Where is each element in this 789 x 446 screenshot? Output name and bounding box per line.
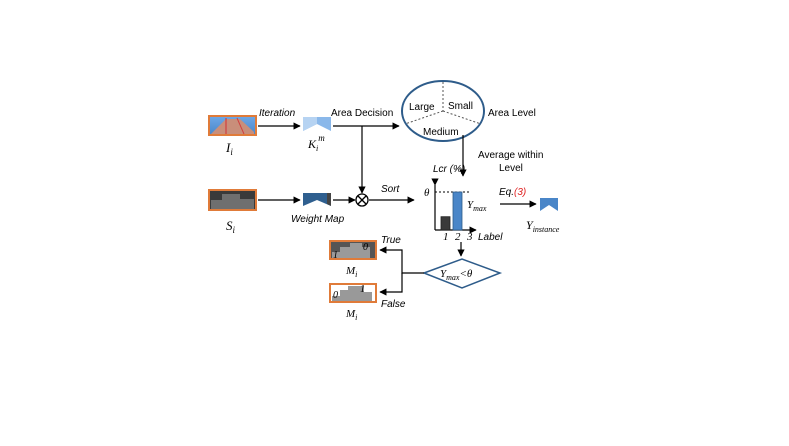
condition-label: Ymax<θ — [440, 268, 473, 282]
false-branch-arrow — [379, 273, 403, 296]
pie-small-label: Small — [448, 101, 473, 112]
pie-medium-label: Medium — [423, 127, 459, 138]
true-branch-arrow — [379, 246, 424, 274]
area-level-label: Area Level — [488, 108, 536, 119]
bar-label-1 — [440, 216, 451, 231]
image-I-label: Ii — [225, 140, 233, 157]
weight-map-label: Weight Map — [291, 214, 345, 225]
image-S-label: Si — [226, 218, 236, 235]
kernel-K-label: Kim — [307, 133, 325, 153]
iteration-label: Iteration — [259, 108, 296, 119]
mask-false-thumbnail — [329, 283, 377, 303]
pie-large-label: Large — [409, 102, 435, 113]
chart-tick-2: 2 — [455, 231, 461, 243]
mask-true-left-value: 1 — [333, 250, 338, 261]
kernel-K-thumbnail — [303, 117, 331, 131]
mask-false-right-value: 1 — [360, 284, 365, 295]
condition-diamond — [421, 258, 503, 289]
average-label-line2: Level — [499, 163, 523, 174]
chart-theta-label: θ — [424, 187, 430, 199]
y-instance-label: Yinstance — [526, 218, 560, 234]
area-level-pie — [401, 80, 485, 142]
chart-ylabel: Lcr (%) — [433, 164, 465, 175]
average-label-line1: Average within — [478, 150, 543, 161]
chart-xlabel: Label — [478, 232, 503, 243]
y-instance-thumbnail — [540, 198, 558, 211]
sort-label: Sort — [381, 184, 401, 195]
input-image-I — [208, 115, 257, 136]
chart-tick-3: 3 — [466, 231, 473, 243]
chart-ymax-label: Ymax — [467, 199, 487, 213]
weight-map-thumbnail — [303, 193, 331, 206]
true-label: True — [381, 235, 401, 246]
bar-label-2 — [452, 191, 463, 231]
mask-true-label: Mi — [345, 265, 357, 279]
mask-true-thumbnail — [329, 240, 377, 260]
chart-tick-1: 1 — [443, 231, 449, 243]
lcr-bar-chart — [431, 178, 477, 234]
input-image-S — [208, 189, 257, 211]
eq3-label: Eq.(3) — [499, 187, 526, 198]
mask-false-label: Mi — [345, 308, 357, 322]
mask-false-left-value: 0 — [333, 290, 338, 301]
combine-otimes-icon — [355, 193, 369, 207]
false-label: False — [381, 299, 406, 310]
area-decision-label: Area Decision — [331, 108, 393, 119]
mask-true-right-value: 0 — [363, 242, 368, 253]
